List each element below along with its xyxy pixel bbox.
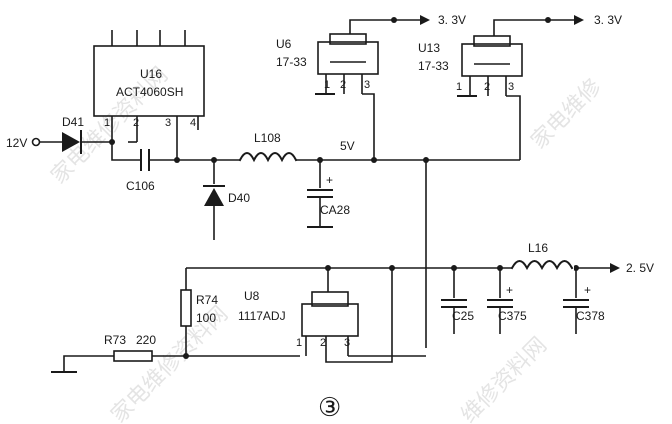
u16-pin3: 3 xyxy=(165,117,171,129)
regulator-u6: U6 17-33 1 2 3 3. 3V xyxy=(276,13,466,160)
capacitor-c106: C106 xyxy=(111,141,177,193)
u16-pin2: 2 xyxy=(133,117,139,129)
c106-label: C106 xyxy=(126,179,155,193)
u6-pin1: 1 xyxy=(324,79,330,91)
diode-d40: D40 xyxy=(203,160,250,240)
u6-output-label: 3. 3V xyxy=(438,13,466,27)
inductor-l16: L16 xyxy=(510,241,574,271)
u6-pin3: 3 xyxy=(364,79,370,91)
u16-pin4: 4 xyxy=(190,117,196,129)
u13-part-label: 17-33 xyxy=(418,59,449,73)
capacitor-ca28: + CA28 xyxy=(307,157,350,228)
u8-pin1: 1 xyxy=(296,337,302,349)
diode-d41: D41 xyxy=(62,115,115,154)
inductor-l108: L108 xyxy=(238,131,520,163)
r74-label: R74 xyxy=(196,293,218,307)
u8-ref-label: U8 xyxy=(244,289,260,303)
u13-pin1: 1 xyxy=(456,81,462,93)
c25-label: C25 xyxy=(452,309,474,323)
u8-part-label: 1117ADJ xyxy=(238,309,286,323)
watermark-group: 家电维修资料网 家电维修 家电维修资料网 维修资料网 xyxy=(47,63,607,424)
ic-u16: U16 ACT4060SH 1 2 3 4 xyxy=(93,30,205,160)
resistor-r74: R74 100 xyxy=(180,268,218,356)
u8-pin3: 3 xyxy=(344,337,350,349)
r73-label: R73 xyxy=(104,333,126,347)
resistor-r73: R73 220 xyxy=(51,333,300,373)
u13-pin2: 2 xyxy=(484,81,490,93)
ca28-label: CA28 xyxy=(320,203,350,217)
svg-text:+: + xyxy=(584,283,591,297)
net-5v-label: 5V xyxy=(340,139,355,153)
capacitor-c25: C25 xyxy=(441,268,474,334)
regulator-u8: U8 1117ADJ 1 2 3 xyxy=(238,268,426,363)
u8-pin2: 2 xyxy=(320,337,326,349)
svg-text:+: + xyxy=(506,283,513,297)
capacitor-c378: + C378 xyxy=(563,268,605,334)
u6-part-label: 17-33 xyxy=(276,55,307,69)
d40-label: D40 xyxy=(228,191,250,205)
watermark-2: 家电维修 xyxy=(527,74,607,154)
u16-pin1: 1 xyxy=(104,117,110,129)
d41-label: D41 xyxy=(62,115,84,129)
input-12v-label: 12V xyxy=(6,136,27,150)
l108-label: L108 xyxy=(254,131,281,145)
watermark-4: 维修资料网 xyxy=(457,333,552,424)
u13-output-label: 3. 3V xyxy=(594,13,622,27)
u13-pin3: 3 xyxy=(508,81,514,93)
u6-ref-label: U6 xyxy=(276,37,292,51)
input-12v: 12V xyxy=(6,136,62,150)
u16-part-label: ACT4060SH xyxy=(116,85,183,99)
r73-value: 220 xyxy=(136,333,156,347)
c378-label: C378 xyxy=(576,309,605,323)
c375-label: C375 xyxy=(498,309,527,323)
l16-label: L16 xyxy=(528,241,548,255)
regulator-u13: U13 17-33 1 2 3 3. 3V xyxy=(418,13,622,160)
u13-ref-label: U13 xyxy=(418,41,440,55)
svg-text:+: + xyxy=(326,173,333,187)
output-25v-label: 2. 5V xyxy=(626,261,654,275)
r74-value: 100 xyxy=(196,311,216,325)
u16-ref-label: U16 xyxy=(140,67,162,81)
u6-pin2: 2 xyxy=(340,79,346,91)
capacitor-c375: + C375 xyxy=(487,268,527,334)
figure-number: ③ xyxy=(318,393,341,423)
output-25v: 2. 5V xyxy=(610,261,654,275)
